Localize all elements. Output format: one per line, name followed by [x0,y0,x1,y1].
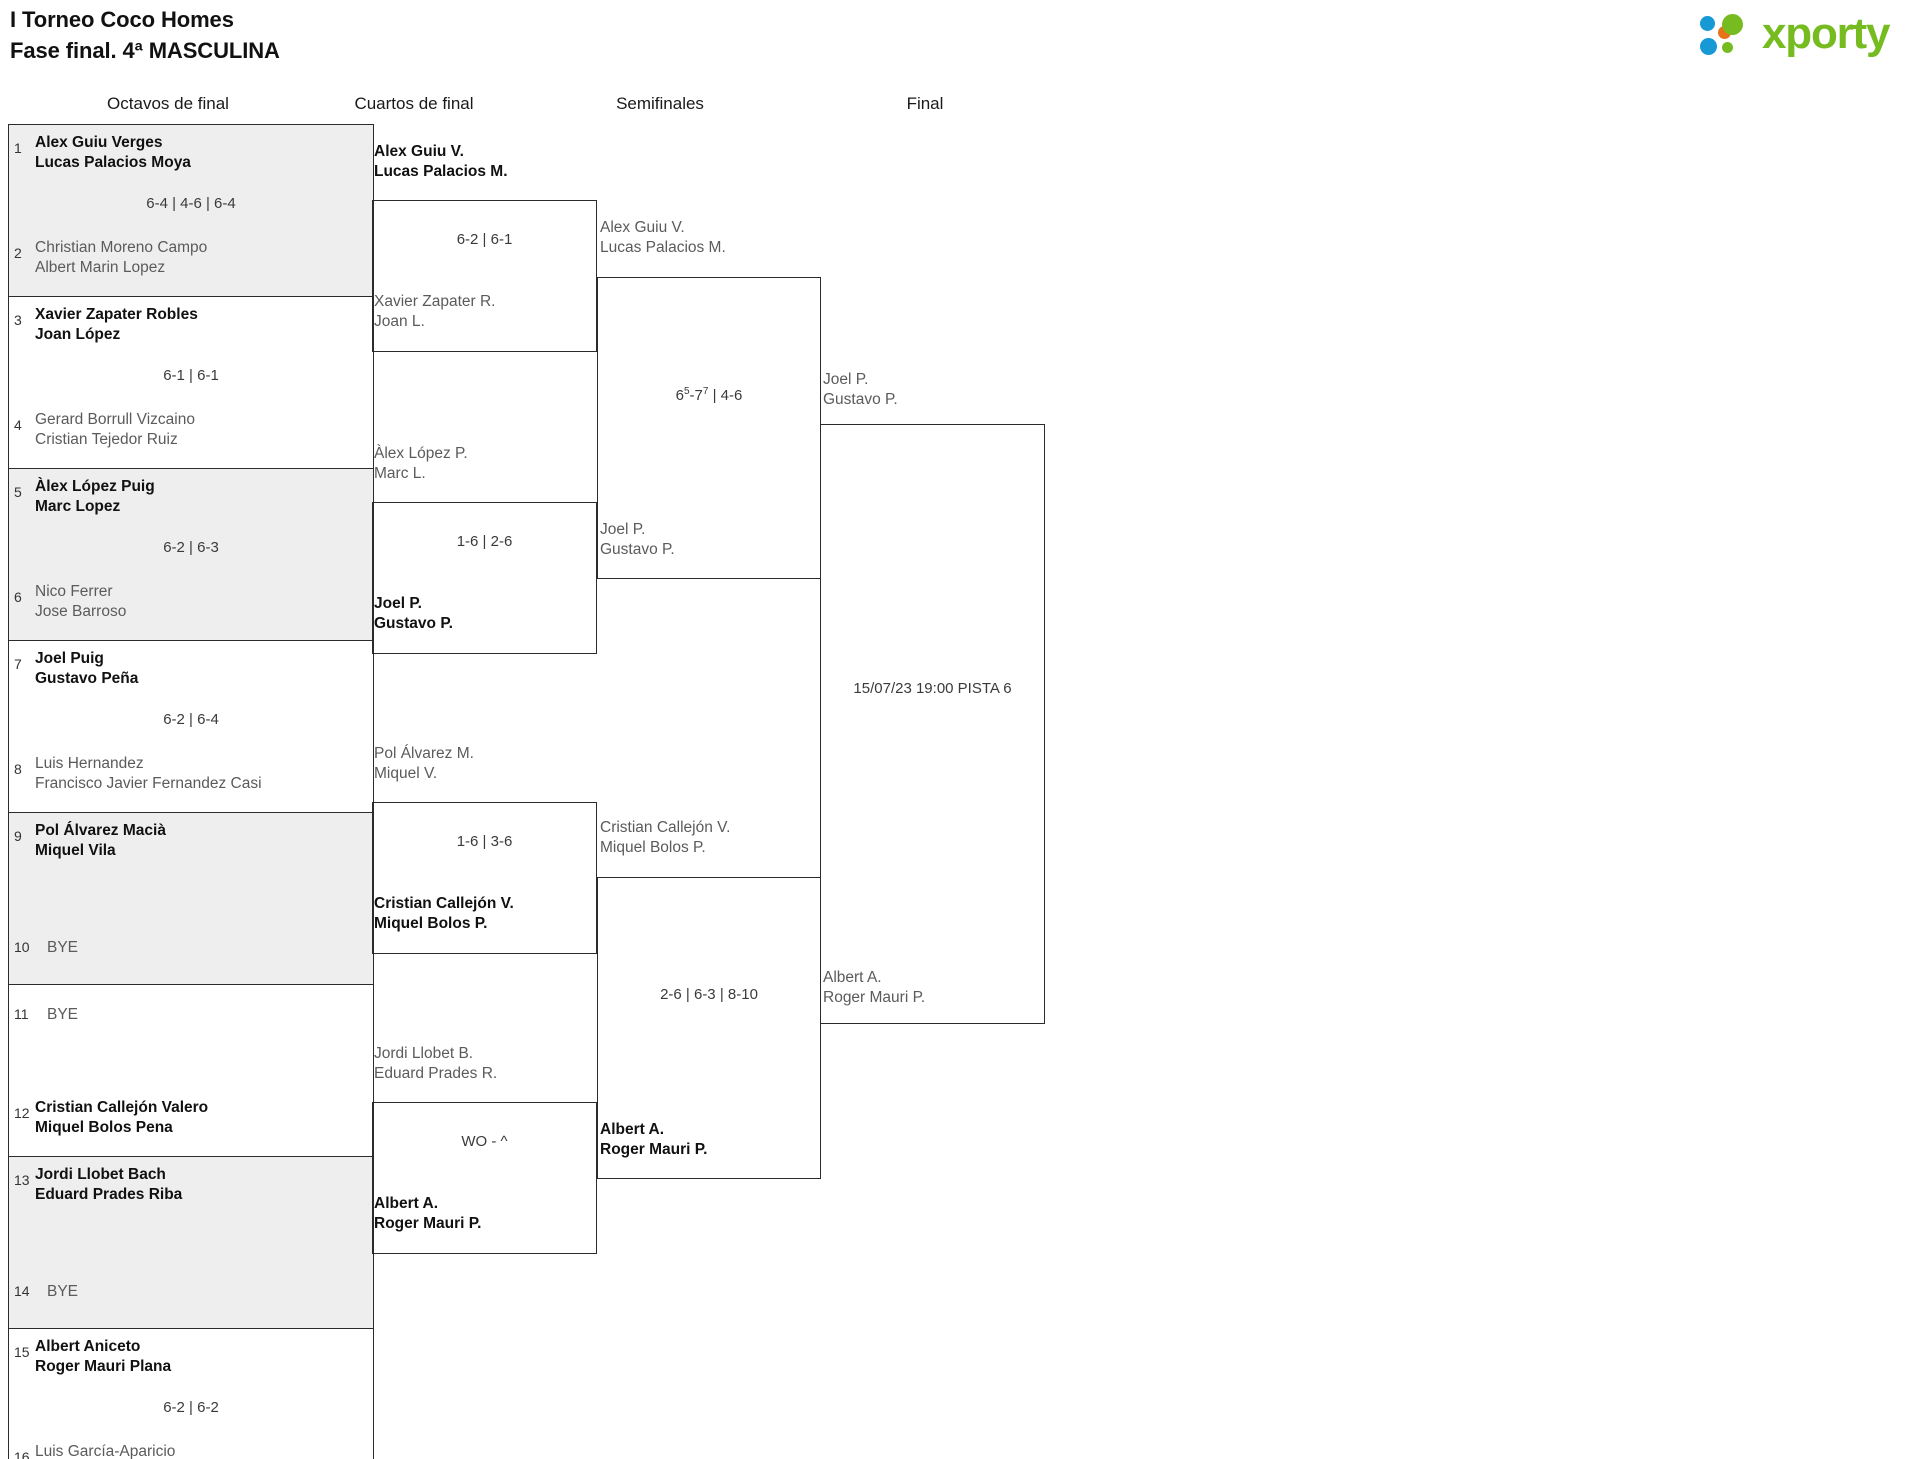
round-header-sf: Semifinales [616,94,704,113]
seed-number: 4 [14,417,22,433]
sf-team-top: Cristian Callejón V. Miquel Bolos P. [600,819,731,856]
seed-number: 3 [14,312,22,328]
qf-team-top: Pol Álvarez M. Miquel V. [374,745,474,782]
match-score: 6-2 | 6-2 [163,1399,219,1416]
team-bottom-bye: BYE [47,1283,79,1300]
seed-number: 14 [14,1283,30,1299]
qf-match-box[interactable] [372,802,597,954]
r16-match[interactable]: 9 Pol Álvarez Macià Miquel Vila 10 BYE [8,812,374,984]
qf-match-score: 6-2 | 6-1 [456,231,513,248]
seed-number: 10 [14,939,30,955]
team-bottom: Cristian Callejón Valero Miquel Bolos Pe… [35,1099,209,1136]
seed-number: 13 [14,1172,30,1188]
r16-match[interactable]: 1 Alex Guiu Verges Lucas Palacios Moya 6… [8,124,374,296]
qf-match-score: 1-6 | 3-6 [456,833,513,850]
qf-team-bottom: Albert A. Roger Mauri P. [374,1195,482,1232]
team-bottom: Gerard Borrull Vizcaino Cristian Tejedor… [35,411,195,448]
team-bottom: Christian Moreno Campo Albert Marin Lope… [35,239,208,276]
team-top: Pol Álvarez Macià Miquel Vila [35,822,166,859]
round-header-qf: Cuartos de final [354,94,474,113]
match-score: 6-2 | 6-3 [163,539,219,556]
team-bottom: Luis Hernandez Francisco Javier Fernande… [35,755,262,792]
match-score: 6-4 | 4-6 | 6-4 [146,195,236,212]
team-top: Jordi Llobet Bach Eduard Prades Riba [35,1166,183,1203]
sf-team-bottom: Joel P. Gustavo P. [600,521,675,558]
seed-number: 15 [14,1344,30,1360]
sf-score-text: 65-77 | 4-6 [675,386,743,404]
qf-team-bottom: Xavier Zapater R. Joan L. [374,293,496,330]
final-team-bottom: Albert A. Roger Mauri P. [823,969,926,1006]
sf-team-top: Alex Guiu V. Lucas Palacios M. [600,219,726,256]
qf-team-top: Jordi Llobet B. Eduard Prades R. [374,1045,498,1082]
r16-match[interactable]: 11 BYE 12 Cristian Callejón Valero Mique… [8,984,374,1156]
qf-team-bottom: Joel P. Gustavo P. [374,595,453,632]
r16-match[interactable]: 15 Albert Aniceto Roger Mauri Plana 6-2 … [8,1328,374,1459]
team-top: Albert Aniceto Roger Mauri Plana [35,1338,172,1375]
final-match-box[interactable] [820,424,1045,1024]
match-score: 6-1 | 6-1 [163,367,219,384]
xporty-logo[interactable]: xporty [1700,8,1912,60]
round-header-r16: Octavos de final [107,94,229,113]
r16-match[interactable]: 7 Joel Puig Gustavo Peña 6-2 | 6-4 8 Lui… [8,640,374,812]
team-top: Àlex López Puig Marc Lopez [35,478,155,515]
team-bottom: Nico Ferrer Jose Barroso [35,583,127,620]
qf-match-box[interactable] [372,200,597,352]
qf-match-score: 1-6 | 2-6 [456,533,513,550]
seed-number: 11 [14,1006,29,1022]
team-top: Xavier Zapater Robles Joan López [35,306,198,343]
qf-team-bottom: Cristian Callejón V. Miquel Bolos P. [374,895,514,932]
sf-team-bottom: Albert A. Roger Mauri P. [600,1121,708,1158]
team-bottom-bye: BYE [47,939,79,956]
sf-score-text: 2-6 | 6-3 | 8-10 [660,986,758,1003]
seed-number: 2 [14,245,22,261]
seed-number: 1 [14,140,22,156]
qf-match-box[interactable] [372,502,597,654]
team-top-bye: BYE [47,1006,79,1023]
match-score: 6-2 | 6-4 [163,711,219,728]
sf-match-score: 2-6 | 6-3 | 8-10 [597,986,821,1003]
sf-match-box[interactable] [597,877,821,1179]
qf-match-score: WO - ^ [461,1133,508,1150]
sf-match-score: 65-77 | 4-6 [597,386,821,404]
seed-number: 5 [14,484,22,500]
final-team-top: Joel P. Gustavo P. [823,371,898,408]
tournament-title: I Torneo Coco Homes Fase final. 4ª MASCU… [10,4,280,66]
round-header-final: Final [906,94,944,113]
title-line-2: Fase final. 4ª MASCULINA [10,38,280,63]
r16-match[interactable]: 3 Xavier Zapater Robles Joan López 6-1 |… [8,296,374,468]
r16-match[interactable]: 5 Àlex López Puig Marc Lopez 6-2 | 6-3 6… [8,468,374,640]
seed-number: 12 [14,1105,30,1121]
r16-match[interactable]: 13 Jordi Llobet Bach Eduard Prades Riba … [8,1156,374,1328]
team-top: Joel Puig Gustavo Peña [35,650,139,687]
seed-number: 16 [14,1449,30,1459]
qf-match-box[interactable] [372,1102,597,1254]
qf-team-top: Àlex López P. Marc L. [374,445,468,482]
seed-number: 6 [14,589,22,605]
logo-dots-icon [1700,14,1762,58]
final-match-info: 15/07/23 19:00 PISTA 6 [853,680,1012,697]
team-bottom: Luis García-Aparicio Albert Garcia Apari… [35,1443,176,1459]
team-top: Alex Guiu Verges Lucas Palacios Moya [35,134,191,171]
logo-wordmark: xporty [1762,9,1890,58]
seed-number: 8 [14,761,22,777]
qf-team-top: Alex Guiu V. Lucas Palacios M. [374,143,508,180]
seed-number: 9 [14,828,22,844]
title-line-1: I Torneo Coco Homes [10,7,234,32]
round-of-16-column: 1 Alex Guiu Verges Lucas Palacios Moya 6… [8,124,374,1459]
seed-number: 7 [14,656,22,672]
